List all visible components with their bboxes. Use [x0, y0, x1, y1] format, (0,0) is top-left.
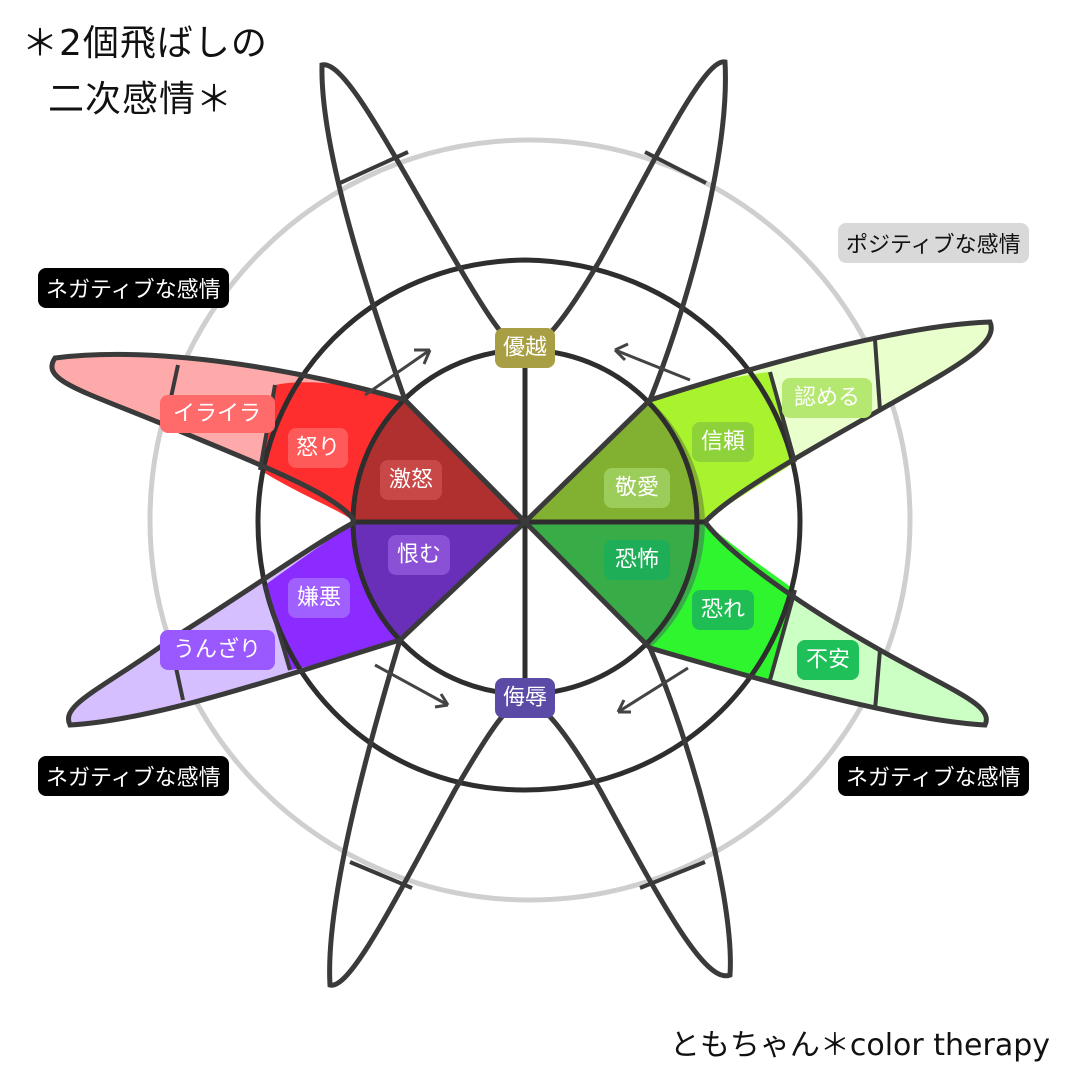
label-unzari: うんざり	[160, 630, 275, 670]
svg-text:イライラ: イライラ	[173, 402, 261, 427]
middle-ring	[255, 257, 803, 793]
label-bujoku: 侮辱	[495, 678, 555, 718]
labels: 優越 侮辱 激怒 怒り イライラ 恨む	[160, 328, 872, 718]
negative-tag-bottom-right: ネガティブな感情	[838, 756, 1029, 796]
svg-text:認める: 認める	[794, 386, 860, 411]
svg-text:嫌悪: 嫌悪	[297, 586, 341, 611]
label-shinrai: 信頼	[692, 422, 754, 462]
label-kyofu: 恐怖	[604, 540, 670, 580]
label-ikari: 怒り	[288, 428, 348, 468]
arrow-up-right	[364, 348, 432, 397]
svg-text:恐怖: 恐怖	[615, 548, 659, 573]
lime-petal	[525, 322, 992, 522]
svg-text:敬愛: 敬愛	[615, 476, 659, 501]
svg-text:優越: 優越	[503, 336, 547, 361]
svg-text:信頼: 信頼	[701, 430, 745, 455]
green-petal	[525, 522, 987, 725]
purple-petal	[68, 522, 526, 725]
svg-text:恨む: 恨む	[397, 543, 441, 568]
svg-text:恐れ: 恐れ	[701, 598, 745, 623]
svg-text:不安: 不安	[806, 648, 850, 673]
positive-tag-top-right: ポジティブな感情	[838, 223, 1029, 263]
svg-text:侮辱: 侮辱	[503, 686, 547, 711]
label-iraira: イライラ	[160, 395, 275, 433]
credit-text: ともちゃん＊color therapy	[669, 1028, 1050, 1063]
arrow-down-left	[616, 666, 689, 714]
label-gekido: 激怒	[380, 460, 442, 500]
direction-arrows	[364, 342, 691, 714]
negative-tag-bottom-left: ネガティブな感情	[38, 756, 229, 796]
label-keiai: 敬愛	[604, 468, 670, 508]
arrow-down-right	[374, 663, 450, 709]
label-yuetsu: 優越	[495, 328, 555, 368]
outer-ring	[147, 137, 913, 903]
svg-text:うんざり: うんざり	[173, 637, 261, 663]
label-osore: 恐れ	[692, 590, 754, 630]
star-petal-outlines	[49, 59, 994, 988]
label-fuan: 不安	[797, 640, 859, 680]
svg-text:怒り: 怒り	[296, 436, 340, 461]
label-keno: 嫌悪	[288, 578, 350, 618]
label-mitomeru: 認める	[782, 378, 872, 418]
title-line-1: ＊2個飛ばしの	[22, 23, 268, 64]
title-line-2: 二次感情＊	[48, 79, 234, 120]
svg-text:激怒: 激怒	[389, 468, 433, 493]
negative-tag-top-left: ネガティブな感情	[38, 268, 229, 308]
label-uramu: 恨む	[388, 535, 450, 575]
arrow-up-left	[613, 342, 691, 382]
